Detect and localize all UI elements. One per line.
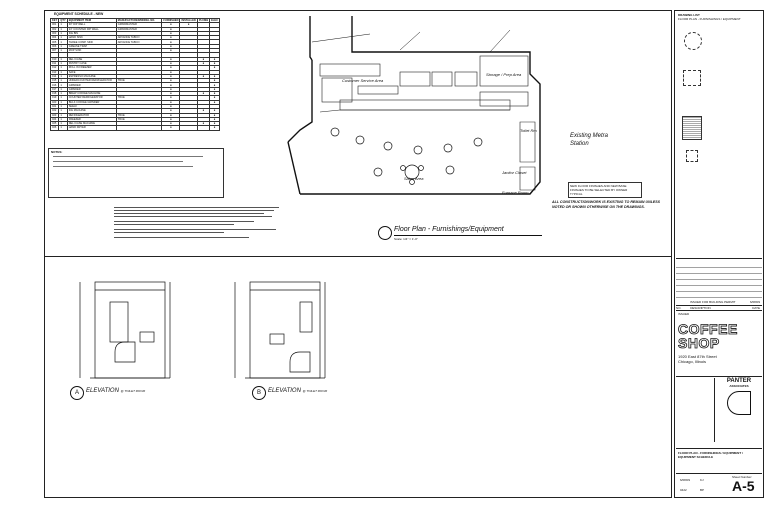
sheet-date: 6/08/09	[680, 478, 691, 482]
address-line-1: 1920 East 87th Street	[678, 354, 717, 359]
floor-plan-drawing	[287, 16, 541, 195]
label-janitor: Janitor Closet	[502, 170, 527, 175]
issued-row-date: 6/08/09	[749, 300, 760, 304]
elevation-a-title-text: ELEVATION	[86, 388, 119, 394]
sheet-number-label: Sheet Number:	[732, 475, 753, 479]
note-line	[53, 166, 193, 167]
schedule-cell: 026	[49, 125, 60, 131]
project-name: COFFEE SHOP	[678, 321, 738, 351]
schedule-header-cell: INSTALLED	[179, 17, 198, 24]
architect-block: PANTER ASSOCIATES	[714, 378, 763, 442]
label-toilet: Toilet Rm	[520, 128, 537, 133]
schedule-cell	[115, 125, 163, 131]
plan-key-rect	[683, 70, 701, 86]
label-sales: Sales Area	[404, 176, 424, 181]
elevation-a-key: A	[70, 386, 84, 400]
plan-key-circle	[684, 32, 702, 50]
note-line	[114, 210, 274, 211]
plan-key-grid	[682, 116, 702, 140]
note-line	[114, 232, 224, 233]
elevation-b-sub: @ TOILET ROOM	[302, 389, 328, 393]
sheet-job: 0422	[680, 488, 687, 492]
sheet-title-top-line	[676, 448, 762, 449]
architect-logo	[727, 391, 751, 415]
floor-plan-scale: Scale: 1/4" = 1'-0"	[394, 237, 418, 241]
architect-top-line	[676, 376, 762, 377]
general-notes-block	[114, 205, 284, 240]
elevation-b-title-text: ELEVATION	[268, 388, 301, 394]
schedule-header-cell: PLUMB	[196, 17, 211, 24]
plan-key-marker	[686, 150, 698, 162]
elevation-b-key-text: B	[256, 390, 261, 396]
revision-area-top	[676, 258, 762, 259]
drawing-border	[44, 10, 672, 498]
drawing-list-sub: FLOOR PLAN - FURNISHINGS / EQUIPMENT	[678, 17, 741, 21]
sheet-drawn-by: KJ	[700, 478, 704, 482]
sheet-info-top-line	[676, 473, 762, 474]
note-line	[114, 237, 249, 238]
schedule-title: EQUIPMENT SCHEDULE - NEW	[54, 12, 104, 16]
label-customer-service: Customer Service Area	[342, 78, 384, 83]
schedule-notes: NOTES:	[48, 148, 224, 198]
schedule-mark-cell	[161, 125, 181, 131]
revision-grid	[676, 262, 762, 298]
sheet-checked-by: BP	[700, 488, 705, 492]
elevation-a-sub: @ TOILET ROOM	[120, 389, 146, 393]
address-line-2: Chicago, Illinois	[678, 359, 707, 364]
issued-row-text: ISSUED FOR BUILDING PERMIT	[690, 300, 736, 304]
schedule-cell: HAND DRYER	[66, 125, 117, 131]
drawing-list-title: DRAWING LIST	[678, 13, 700, 17]
horizontal-divider	[44, 256, 672, 257]
note-line	[114, 224, 234, 225]
revision-no-label: NO.	[676, 306, 682, 310]
note-line	[114, 229, 276, 230]
note-line	[114, 207, 279, 208]
elevation-a-title: ELEVATION @ TOILET ROOM	[86, 388, 145, 394]
elevation-b-key: B	[252, 386, 266, 400]
architect-sub: ASSOCIATES	[729, 384, 749, 388]
title-block	[674, 10, 764, 498]
label-furnace: Furnace Room	[502, 190, 529, 195]
issued-row: ISSUED FOR BUILDING PERMIT 6/08/09	[676, 300, 762, 304]
note-line	[53, 161, 183, 162]
note-line	[114, 216, 272, 217]
revision-date-label: DATE	[752, 306, 760, 310]
construction-note: ALL CONSTRUCTION/WORK IS EXISTING TO REM…	[552, 200, 661, 209]
issued-label: ISSUED	[678, 312, 690, 316]
notes-title: NOTES:	[51, 150, 63, 154]
sheet-number: A-5	[732, 478, 755, 494]
schedule-header-cell: FURNISHED	[161, 17, 181, 24]
note-line	[114, 213, 264, 214]
architect-name: PANTER	[726, 378, 752, 384]
elevation-b-drawing	[234, 281, 326, 379]
elevation-a-key-text: A	[74, 390, 79, 396]
schedule-mark-cell	[209, 125, 220, 131]
label-storage: Storage / Prep Area	[486, 72, 522, 77]
schedule-mark-cell	[179, 125, 198, 131]
sheet-title: FLOOR PLAN - FURNISHINGS / EQUIPMENT / E…	[678, 451, 743, 459]
revision-desc-label: DESCRIPTION	[690, 306, 711, 310]
floor-plan-symbol	[378, 226, 392, 240]
schedule-cell: 1	[58, 125, 68, 131]
floor-plan-title-underline	[394, 235, 542, 236]
schedule-cell: UNDERCOUNTER REFRIGERATOR	[66, 78, 117, 84]
note-line	[114, 221, 254, 222]
label-station: Existing Metra Station	[570, 133, 609, 147]
schedule-mark-cell	[196, 125, 211, 131]
floor-plan-title: Floor Plan - Furnishings/Equipment	[394, 226, 504, 233]
finish-note: NEW FLOOR FINISHES AND NEW BASE FINISHES…	[568, 182, 642, 198]
elevation-b-title: ELEVATION @ TOILET ROOM	[268, 388, 327, 394]
elevation-a-drawing	[79, 281, 171, 379]
revision-headers: NO. DESCRIPTION DATE	[676, 305, 762, 311]
note-line	[53, 156, 203, 157]
